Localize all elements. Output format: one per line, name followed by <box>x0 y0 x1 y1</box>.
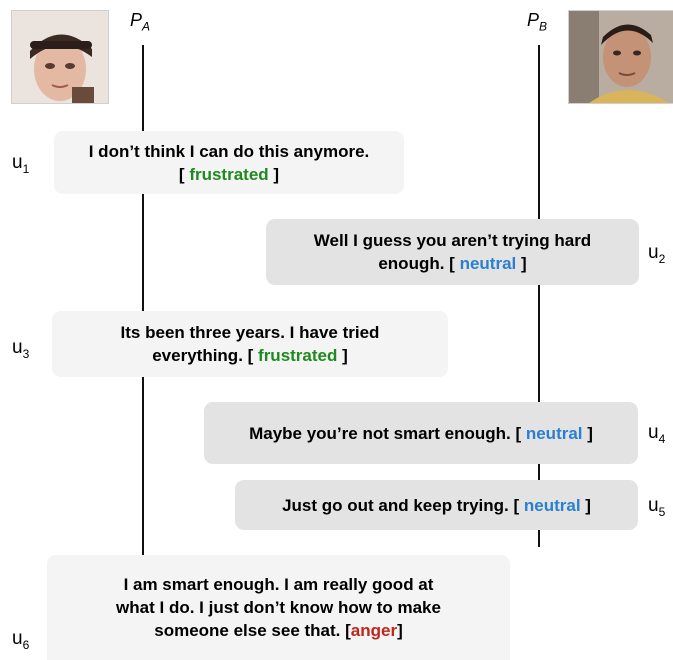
utterance-bubble-u1: I don’t think I can do this anymore. [ f… <box>54 131 404 194</box>
speaker-a-avatar <box>11 10 109 104</box>
utterance-tag: [ frustrated ] <box>178 164 280 184</box>
utterance-label-u4: u4 <box>648 422 666 446</box>
utterance-bubble-u6: I am smart enough. I am really good at w… <box>47 555 510 660</box>
utterance-label-u3: u3 <box>12 337 30 361</box>
utterance-label-u2: u2 <box>648 242 666 266</box>
utterance-bubble-u5: Just go out and keep trying. [ neutral ] <box>235 480 638 530</box>
utterance-tag: someone else see that. [anger] <box>154 621 403 640</box>
utterance-tag: enough. [ neutral ] <box>378 254 527 273</box>
emotion-label: frustrated <box>258 346 338 365</box>
utterance-tag: everything. [ frustrated ] <box>152 346 348 365</box>
utterance-bubble-u3: Its been three years. I have tried every… <box>52 311 448 377</box>
participant-b-label: PB <box>527 10 548 34</box>
utterance-label-u6: u6 <box>12 628 30 652</box>
emotion-label: neutral <box>523 495 581 515</box>
utterance-text: I don’t think I can do this anymore. <box>88 141 370 161</box>
participant-a-label: PA <box>130 10 151 34</box>
utterance-bubble-u2: Well I guess you aren’t trying hard enou… <box>266 219 639 285</box>
speaker-a-photo <box>12 11 108 103</box>
utterance-text: Maybe you’re not smart enough. [ neutral… <box>249 423 593 443</box>
emotion-label: anger <box>350 621 398 640</box>
emotion-label: neutral <box>525 423 583 443</box>
utterance-label-u5: u5 <box>648 495 666 519</box>
utterance-text: Its been three years. I have tried <box>120 323 380 342</box>
utterance-text: I am smart enough. I am really good at <box>123 575 434 594</box>
emotion-label: neutral <box>459 254 517 273</box>
speaker-b-avatar <box>568 10 673 104</box>
utterance-text: what I do. I just don’t know how to make <box>116 598 441 617</box>
timeline-b <box>538 45 540 547</box>
speaker-b-photo <box>569 11 673 103</box>
utterance-text: Just go out and keep trying. [ neutral ] <box>282 495 591 515</box>
emotion-label: frustrated <box>189 164 269 184</box>
utterance-label-u1: u1 <box>12 152 30 176</box>
utterance-bubble-u4: Maybe you’re not smart enough. [ neutral… <box>204 402 638 464</box>
utterance-text: Well I guess you aren’t trying hard <box>313 231 592 250</box>
